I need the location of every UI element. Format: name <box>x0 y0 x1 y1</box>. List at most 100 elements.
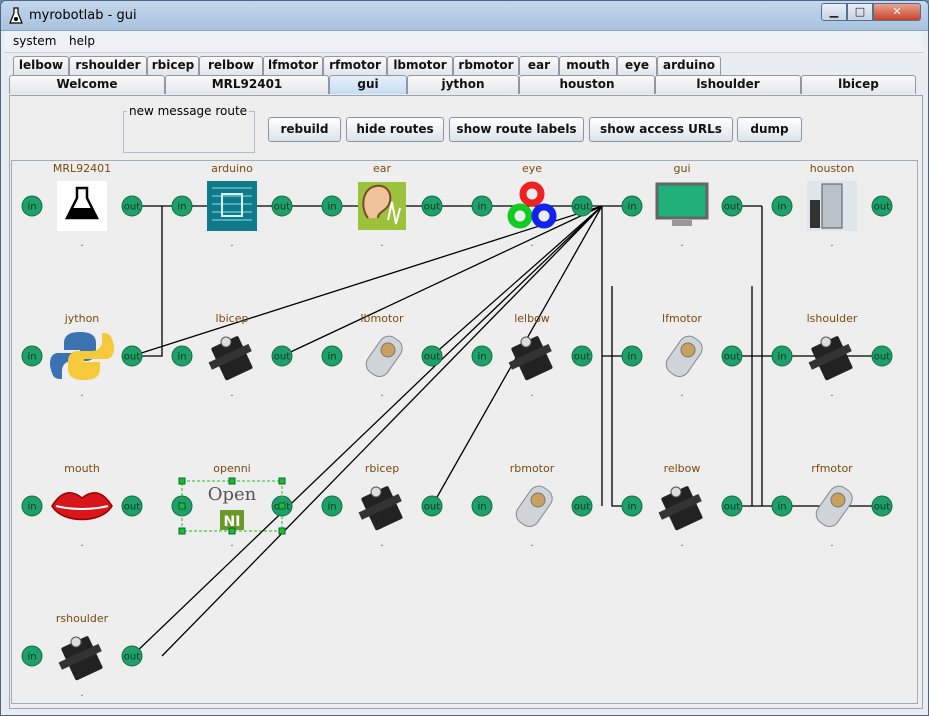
svg-text:in: in <box>777 352 786 363</box>
tab-welcome[interactable]: Welcome <box>9 75 165 94</box>
port-out[interactable]: out <box>421 195 443 217</box>
port-out[interactable]: out <box>121 495 143 517</box>
port-in[interactable]: in <box>621 195 643 217</box>
port-out[interactable]: out <box>871 195 893 217</box>
node-dot: . <box>530 238 533 249</box>
svg-text:in: in <box>27 352 36 363</box>
port-out[interactable]: out <box>121 645 143 667</box>
port-in[interactable]: in <box>621 345 643 367</box>
window-title: myrobotlab - gui <box>29 8 137 23</box>
dump-button[interactable]: dump <box>737 117 802 142</box>
node-openni[interactable]: openniOpenNIinout. <box>171 462 293 549</box>
port-out[interactable]: out <box>121 345 143 367</box>
tab-lfmotor[interactable]: lfmotor <box>263 56 323 75</box>
tab-relbow[interactable]: relbow <box>199 56 263 75</box>
port-out[interactable]: out <box>271 345 293 367</box>
port-in[interactable]: in <box>21 195 43 217</box>
maximize-button[interactable]: □ <box>847 3 873 21</box>
tab-rshoulder[interactable]: rshoulder <box>69 56 147 75</box>
port-in[interactable]: in <box>471 195 493 217</box>
port-out[interactable]: out <box>421 345 443 367</box>
tab-lshoulder[interactable]: lshoulder <box>655 75 801 94</box>
port-in[interactable]: in <box>771 195 793 217</box>
port-in[interactable]: in <box>321 195 343 217</box>
minimize-button[interactable]: ▁ <box>821 3 847 21</box>
show-route-labels-button[interactable]: show route labels <box>449 117 584 142</box>
tab-jython[interactable]: jython <box>407 75 519 94</box>
tab-arduino[interactable]: arduino <box>657 56 721 75</box>
port-in[interactable]: in <box>471 345 493 367</box>
port-out[interactable]: out <box>871 345 893 367</box>
tab-rfmotor[interactable]: rfmotor <box>323 56 387 75</box>
menu-help[interactable]: help <box>69 34 95 48</box>
port-out[interactable]: out <box>721 345 743 367</box>
port-in[interactable]: in <box>171 195 193 217</box>
rebuild-button[interactable]: rebuild <box>268 117 341 142</box>
svg-text:out: out <box>724 352 740 363</box>
tab-rbmotor[interactable]: rbmotor <box>453 56 519 75</box>
node-label: lfmotor <box>662 312 702 325</box>
port-in[interactable]: in <box>771 345 793 367</box>
port-in[interactable]: in <box>21 495 43 517</box>
svg-text:out: out <box>274 202 290 213</box>
tab-rbicep[interactable]: rbicep <box>147 56 199 75</box>
port-in[interactable]: in <box>771 495 793 517</box>
selection-handles[interactable] <box>178 477 286 535</box>
node-label: openni <box>213 462 250 475</box>
port-out[interactable]: out <box>421 495 443 517</box>
port-in[interactable]: in <box>471 495 493 517</box>
tab-houston[interactable]: houston <box>519 75 655 94</box>
svg-text:out: out <box>574 502 590 513</box>
port-in[interactable]: in <box>21 645 43 667</box>
tab-lbicep[interactable]: lbicep <box>801 75 916 94</box>
svg-text:in: in <box>177 202 186 213</box>
port-out[interactable]: out <box>871 495 893 517</box>
menu-system[interactable]: system <box>13 34 57 48</box>
port-out[interactable]: out <box>721 495 743 517</box>
port-in[interactable]: in <box>321 495 343 517</box>
node-label: lelbow <box>514 312 550 325</box>
close-button[interactable]: ✕ <box>873 3 921 21</box>
port-in[interactable]: in <box>171 345 193 367</box>
tab-mrl92401[interactable]: MRL92401 <box>165 75 329 94</box>
port-out[interactable]: out <box>121 195 143 217</box>
tab-eye[interactable]: eye <box>617 56 657 75</box>
tab-lbmotor[interactable]: lbmotor <box>387 56 453 75</box>
port-in[interactable]: in <box>321 345 343 367</box>
hide-routes-button[interactable]: hide routes <box>346 117 444 142</box>
port-out[interactable]: out <box>571 195 593 217</box>
port-out[interactable]: out <box>571 495 593 517</box>
tab-gui[interactable]: gui <box>329 75 407 94</box>
node-dot: . <box>830 388 833 399</box>
port-in[interactable]: in <box>21 345 43 367</box>
port-in[interactable]: in <box>621 495 643 517</box>
tab-ear[interactable]: ear <box>519 56 559 75</box>
tab-lelbow[interactable]: lelbow <box>13 56 69 75</box>
title-bar[interactable]: myrobotlab - gui ▁ □ ✕ <box>1 1 928 31</box>
port-out[interactable]: out <box>571 345 593 367</box>
tab-mouth[interactable]: mouth <box>559 56 617 75</box>
port-out[interactable]: out <box>721 195 743 217</box>
show-access-urls-button[interactable]: show access URLs <box>589 117 733 142</box>
port-out[interactable]: out <box>271 195 293 217</box>
svg-text:in: in <box>627 502 636 513</box>
